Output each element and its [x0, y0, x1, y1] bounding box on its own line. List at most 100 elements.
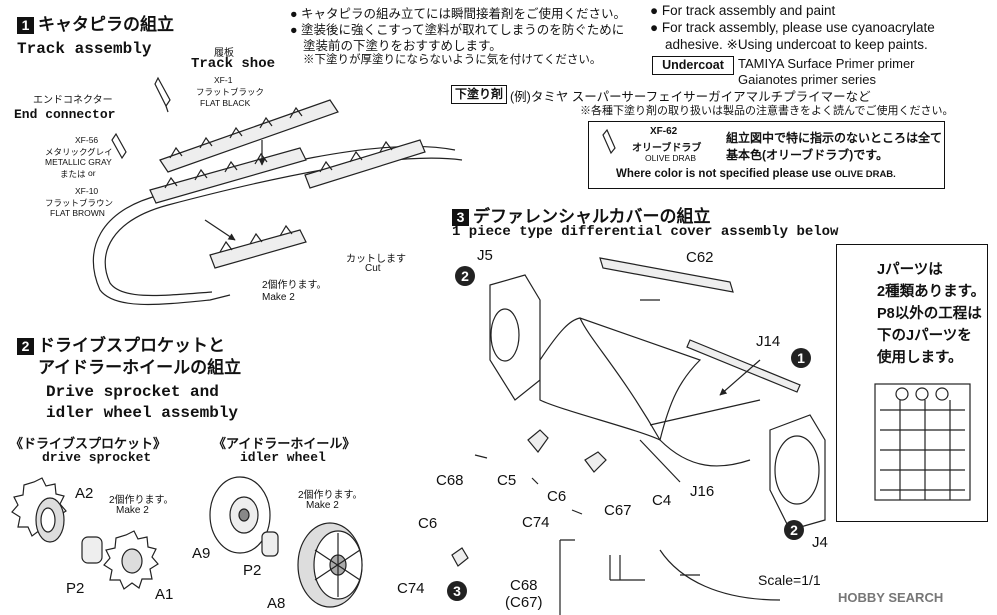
end-connector-or-en: or [88, 168, 96, 178]
part-j4: J4 [812, 534, 828, 551]
undercoat-jp-label-box: 下塗り剤 [451, 85, 507, 104]
drive-make-en: Make 2 [116, 505, 149, 516]
olive-text-jp1: 組立図中で特に指示のないところは全て [726, 131, 943, 145]
step-2-badge-j4: 2 [784, 520, 804, 540]
olive-drab-box [588, 121, 945, 189]
note-en-3: adhesive. ※Using undercoat to keep paint… [665, 37, 928, 52]
undercoat-jp-note: ※各種下塗り剤の取り扱いは製品の注意書きをよく読んでご使用ください。 [580, 105, 954, 117]
end-connector-color1-jp: メタリックグレイ [45, 147, 113, 157]
part-c67-detail: (C67) [505, 594, 543, 611]
note-jp-3: 塗装前の下塗りをおすすめします。 [303, 39, 502, 53]
olive-en: OLIVE DRAB [645, 153, 697, 163]
step-1-badge: 1 [791, 348, 811, 368]
olive-text-jp2: 基本色(オリーブドラブ)です。 [726, 148, 889, 162]
olive-jp: オリーブドラブ [632, 143, 702, 154]
end-connector-color1-en: METALLIC GRAY [45, 157, 112, 167]
step-3-badge: 3 [447, 581, 467, 601]
j-note-1: Jパーツは [877, 262, 943, 278]
olive-code: XF-62 [650, 126, 678, 137]
drive-sprocket-en: drive sprocket [42, 450, 152, 465]
note-en-2: ● For track assembly, please use cyanoac… [650, 20, 935, 35]
track-shoe-color-jp: フラットブラック [196, 87, 265, 97]
track-segment-lower [209, 229, 307, 269]
part-c62: C62 [686, 249, 714, 266]
scale-label: Scale=1/1 [758, 572, 821, 588]
part-c68-detail: C68 [510, 577, 538, 594]
part-j5: J5 [477, 247, 493, 264]
cut-jp: カットします [346, 254, 406, 265]
cut-en: Cut [365, 263, 381, 274]
track-shoe-jp: 履板 [214, 48, 234, 59]
undercoat-jp-label: 下塗り剤 [454, 87, 503, 101]
track-shoe-en: Track shoe [191, 56, 276, 72]
idler-wheel-jp: 《アイドラーホイール》 [213, 436, 356, 451]
section-1-title-en: Track assembly [17, 40, 152, 58]
idler-make-jp: 2個作ります。 [298, 490, 363, 501]
make2-track-jp: 2個作ります。 [262, 280, 327, 291]
section-3-number: 3 [452, 209, 469, 226]
j-note-2: 2種類あります。 [877, 284, 986, 300]
olive-text-en: Where color is not specified please use … [616, 168, 896, 180]
section-2-title-en1: Drive sprocket and [46, 383, 219, 401]
differential-cover-drawing [451, 257, 826, 615]
end-connector-color2-en: FLAT BROWN [50, 208, 105, 218]
section-2-title-jp1: ドライブスプロケットと [38, 336, 225, 355]
olive-text-en-pre: Where color is not specified please use [616, 168, 832, 180]
part-p2-idler: P2 [243, 562, 262, 579]
track-segment-right [304, 139, 426, 189]
track-shoe-segment [159, 99, 339, 173]
section-3-title-en: 1 piece type differential cover assembly… [452, 224, 839, 240]
part-a1: A1 [155, 586, 174, 603]
undercoat-label: Undercoat [662, 58, 724, 72]
section-2-number: 2 [17, 338, 34, 355]
section-1-number: 1 [17, 17, 34, 34]
part-a2: A2 [75, 485, 94, 502]
note-jp-4: ※下塗りが厚塗りにならないように気を付けてください。 [303, 54, 602, 66]
end-connector-en: End connector [14, 107, 116, 122]
track-shoe-color-en: FLAT BLACK [200, 98, 251, 108]
section-3-title-jp: デファレンシャルカバーの組立 [473, 207, 711, 226]
undercoat-line2: Gaianotes primer series [738, 72, 876, 87]
part-a9: A9 [192, 545, 211, 562]
idler-wheel-en: idler wheel [240, 450, 326, 465]
part-c5: C5 [497, 472, 517, 489]
j-parts-box [836, 244, 988, 522]
idler-wheel-drawing [209, 476, 363, 608]
step-2-badge-j5: 2 [455, 266, 475, 286]
drive-sprocket-jp: 《ドライブスプロケット》 [10, 436, 167, 451]
part-j16: J16 [690, 483, 715, 500]
part-j14: J14 [756, 333, 781, 350]
part-c74-detail: C74 [397, 580, 425, 597]
drive-sprocket-drawing [11, 477, 159, 590]
end-connector-color2-jp: フラットブラウン [45, 198, 114, 208]
part-c6-detail: C6 [418, 515, 438, 532]
drive-make-jp: 2個作ります。 [109, 495, 174, 506]
make2-track-en: Make 2 [262, 292, 295, 303]
part-c68: C68 [436, 472, 464, 489]
end-connector-or-jp: または [60, 169, 86, 179]
j-note-5: 使用します。 [877, 350, 963, 366]
undercoat-label-box: Undercoat [652, 56, 734, 75]
end-connector-code2: XF-10 [75, 186, 99, 196]
part-c67: C67 [604, 502, 632, 519]
part-c4: C4 [652, 492, 672, 509]
section-2-title-jp2: アイドラーホイールの組立 [38, 358, 242, 377]
j-note-3: P8以外の工程は [877, 306, 982, 322]
note-jp-1: ● キャタピラの組み立てには瞬間接着剤をご使用ください。 [290, 7, 627, 21]
track-shoe-code: XF-1 [214, 75, 233, 85]
section-2-title-en2: idler wheel assembly [46, 404, 239, 422]
j-note-4: 下のJパーツを [877, 328, 972, 344]
part-c74: C74 [522, 514, 550, 531]
idler-make-en: Make 2 [306, 500, 339, 511]
note-jp-2: ● 塗装後に強くこすって塗料が取れてしまうのを防ぐために [290, 23, 625, 37]
watermark: HOBBY SEARCH [838, 590, 944, 605]
end-connector-jp: エンドコネクター [33, 95, 113, 106]
note-en-1: ● For track assembly and paint [650, 3, 836, 18]
olive-text-en-color: OLIVE DRAB. [834, 169, 896, 180]
undercoat-line1: TAMIYA Surface Primer primer [738, 56, 915, 71]
j-parts-sprue [874, 383, 971, 501]
part-p2-drive: P2 [66, 580, 85, 597]
